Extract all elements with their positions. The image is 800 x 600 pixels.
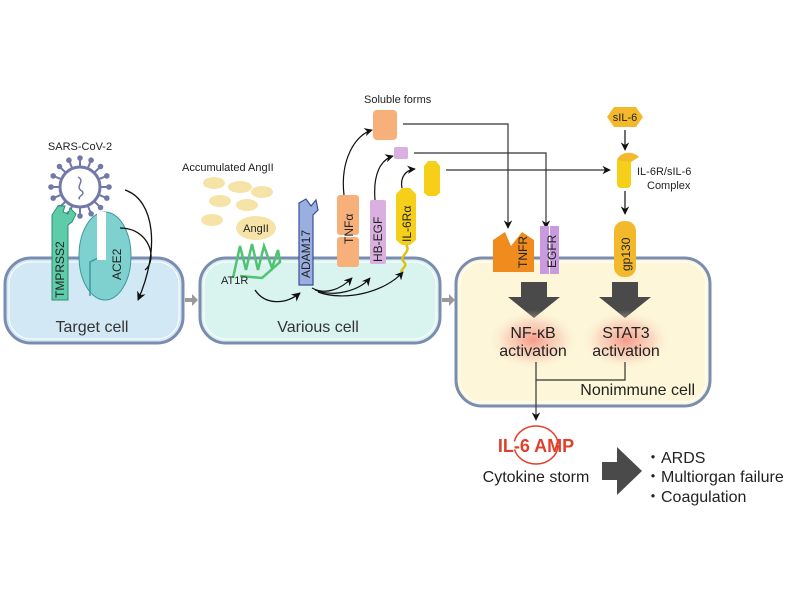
hbegf-to-egfr-line — [414, 152, 551, 229]
cytokine-storm-label: Cytokine storm — [483, 469, 590, 486]
tnfa-to-tnfr-line — [403, 123, 513, 229]
il6-amp-label: IL-6 AMP — [498, 436, 574, 456]
amplification-loop-icon — [513, 425, 559, 465]
nfkb-label: NF-κB — [510, 325, 555, 342]
cell-transition-arrow — [185, 294, 198, 306]
gp130-receptor: gp130 — [614, 221, 636, 277]
sil6-molecule: sIL-6 — [607, 107, 643, 127]
virus-spike-tip — [77, 213, 83, 219]
target-cell: Target cell — [3, 256, 185, 345]
hbegf-label: HB-EGF — [371, 217, 385, 262]
angii-ligand: AngII — [236, 216, 276, 240]
angii-label: AngII — [243, 223, 269, 235]
soluble-il6ra — [424, 161, 440, 196]
at1r-to-adam17-arrow — [254, 289, 301, 303]
viral-rna — [77, 176, 84, 200]
complex-label-line1: IL-6R/sIL-6 — [637, 166, 691, 178]
virus-spike-tip — [88, 157, 94, 164]
complex-label-line2: Complex — [647, 180, 691, 192]
virus-spike-tip — [97, 204, 104, 211]
virus-spike-tip — [106, 184, 112, 190]
stat3-glow — [581, 310, 671, 370]
tnfr-label: TNFR — [516, 236, 530, 268]
adam17-cleave-il6ra-arrow — [317, 271, 404, 297]
target-cell-label: Target cell — [56, 319, 129, 336]
virus-spike-tip — [66, 157, 72, 164]
outcome-multiorgan-failure: ・Multiorgan failure — [645, 469, 784, 486]
virus-spike-tip — [88, 210, 94, 217]
gp130-label: gp130 — [619, 237, 633, 271]
soluble-forms-label: Soluble forms — [364, 94, 432, 106]
virus-label: SARS-CoV-2 — [48, 141, 112, 153]
cell-transition-arrow — [442, 294, 455, 306]
virus-spike-tip — [50, 195, 57, 201]
nfkb-signal-arrow — [508, 282, 560, 318]
hbegf-shedding-arrow — [374, 154, 394, 201]
nonimmune-cell-label: Nonimmune cell — [580, 382, 695, 399]
adam17-cleave-tnfa-arrow — [311, 277, 353, 292]
stat3-activation-label: activation — [592, 343, 660, 360]
virus-entry-arrow — [124, 189, 153, 301]
outcome-ards: ・ARDS — [645, 450, 705, 467]
adam17-enzyme: ADAM17 — [298, 198, 319, 286]
soluble-hbegf — [394, 147, 408, 159]
angii-molecules — [201, 177, 273, 226]
outcome-coagulation: ・Coagulation — [645, 489, 746, 506]
il6-amp: IL-6 AMP — [498, 425, 574, 465]
virus-spike-tip — [97, 163, 104, 170]
at1r-receptor: AT1R — [221, 241, 282, 287]
outcome-arrow — [602, 447, 642, 495]
various-cell-label: Various cell — [277, 319, 359, 336]
virus-spike-tip — [103, 195, 110, 201]
virus-spike-tip — [48, 184, 54, 190]
egfr-receptor: EGFR — [540, 226, 559, 274]
adam17-cleave-hbegf-arrow — [314, 277, 371, 294]
il6ra-shedding-arrow — [400, 165, 416, 189]
ace2-receptor: ACE2 — [78, 211, 132, 301]
virus-spike-tip — [103, 173, 110, 179]
il6ra-label: IL-6Rα — [400, 206, 414, 242]
nfkb-glow — [488, 310, 578, 370]
tmprss2-receptor: TMPRSS2 — [51, 205, 77, 301]
tnfr-receptor: TNFR — [493, 232, 534, 272]
accumulated-angii-label: Accumulated AngII — [182, 162, 274, 174]
sil6-label: sIL-6 — [613, 112, 637, 124]
adam17-label: ADAM17 — [299, 230, 313, 278]
virus-spike-tip — [50, 173, 57, 179]
tmprss2-label: TMPRSS2 — [53, 241, 67, 298]
il6r-sil6-complex — [617, 152, 639, 188]
il6ra-membrane: IL-6Rα — [396, 188, 416, 273]
nfkb-activation-label: activation — [499, 343, 567, 360]
virus-spike-tip — [77, 155, 83, 161]
virus-envelope — [58, 165, 102, 209]
various-cell: Various cell — [198, 256, 442, 345]
stat3-signal-arrow — [599, 282, 651, 318]
activation-merge-bracket — [535, 362, 626, 381]
stat3-label: STAT3 — [602, 325, 650, 342]
ace2-label: ACE2 — [110, 248, 124, 280]
egfr-label: EGFR — [545, 234, 559, 268]
hbegf-membrane: HB-EGF — [370, 200, 386, 264]
soluble-tnfa — [373, 110, 397, 140]
virus-spike-tip — [56, 163, 63, 170]
ace2-binding-arrow — [119, 227, 152, 271]
tnfa-shedding-arrow — [342, 128, 373, 196]
tnfa-membrane: TNFα — [337, 195, 359, 267]
tnfa-label: TNFα — [342, 214, 356, 244]
at1r-label: AT1R — [221, 275, 248, 287]
